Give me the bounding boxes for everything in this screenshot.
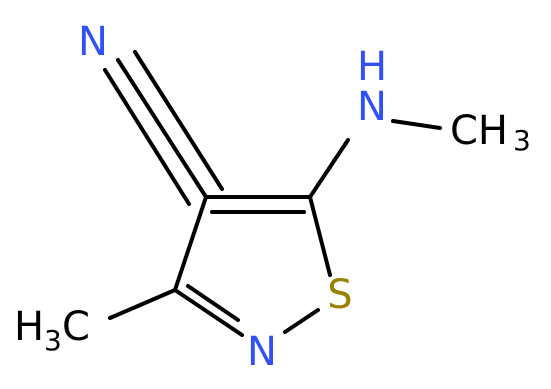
c3-ch3-bond [108,288,177,320]
atom-labels: N N H CH 3 S N H 3 C [14,19,531,375]
c3-c4-bond [173,195,208,292]
nitrile-bond-2 [103,68,191,206]
ring-methyl-subscript: 3 [44,324,62,357]
ring-s-label: S [327,272,352,318]
amine-methyl-label: CH [450,108,508,154]
n-c3-bond-inner [186,284,240,322]
nitrile-n-label: N [78,19,108,65]
s-n-bond [283,308,320,334]
amine-h-label: H [357,44,387,90]
amine-methyl-subscript: 3 [513,124,531,157]
c5-s-bond [308,195,332,277]
ring-n-label: N [247,329,277,375]
n-c3-bond [173,288,244,337]
ring-methyl-h-label: H [14,304,44,350]
nitrile-bond-1 [116,58,208,199]
nitrile-bond-3 [133,50,224,191]
bonds [103,50,442,337]
ring-methyl-c-label: C [62,304,90,350]
c5-nh-bond [308,138,350,199]
amine-n-label: N [357,84,387,130]
nh-ch3-bond [391,119,442,130]
